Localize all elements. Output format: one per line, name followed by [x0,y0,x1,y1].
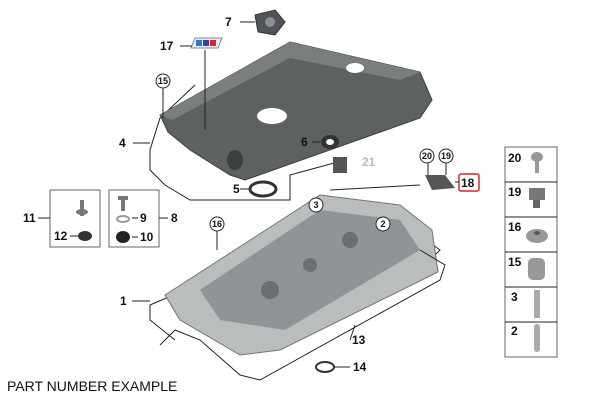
cover-group-bracket [149,84,346,201]
nut-part-12[interactable] [78,231,92,241]
pin-2-image[interactable] [534,324,540,352]
callout-16[interactable]: 16 [212,219,222,229]
callout-6[interactable]: 6 [301,135,308,149]
o-ring-part[interactable] [315,361,335,373]
callout-10[interactable]: 10 [140,230,154,244]
callout-5[interactable]: 5 [233,182,240,196]
engine-cover[interactable] [159,41,433,181]
grommet-part[interactable] [321,135,339,149]
callout-12[interactable]: 12 [54,229,68,243]
legend-label-2: 2 [511,324,518,338]
parts-legend-column: 20 19 16 15 3 2 [504,146,558,358]
callout-21[interactable]: 21 [362,155,376,169]
stud-3-image[interactable] [534,290,540,318]
callout-1[interactable]: 1 [120,294,127,308]
legend-label-3: 3 [511,290,518,304]
bolt-20-image[interactable] [531,152,543,173]
m-badge-part[interactable] [190,37,223,49]
legend-label-15: 15 [508,255,522,269]
bolt-part-8[interactable] [118,196,128,211]
callout-14[interactable]: 14 [353,360,367,374]
clip-19-image[interactable] [529,188,545,208]
callout-4[interactable]: 4 [119,136,126,150]
callout-11[interactable]: 11 [23,211,36,225]
legend-label-19: 19 [508,185,522,199]
grommet-part-10[interactable] [116,231,130,243]
callout-20[interactable]: 20 [422,151,432,161]
callout-7[interactable]: 7 [225,15,232,29]
callout-8[interactable]: 8 [171,211,178,225]
washer-part-9[interactable] [116,215,130,223]
valve-cover[interactable] [164,194,439,356]
gasket-part[interactable] [159,249,446,381]
callout-13[interactable]: 13 [352,333,366,347]
bracket-part[interactable] [333,157,347,173]
legend-label-16: 16 [508,220,522,234]
cap-16-image[interactable] [526,229,548,243]
callout-17[interactable]: 17 [160,39,174,53]
callout-2[interactable]: 2 [380,219,385,229]
callout-15[interactable]: 15 [158,76,168,86]
oil-cap-part[interactable] [254,9,286,36]
bolt-part-11[interactable] [76,200,88,216]
seal-ring-part[interactable] [248,180,278,198]
callout-18[interactable]: 18 [461,176,475,190]
callout-3[interactable]: 3 [313,200,318,210]
caption: PART NUMBER EXAMPLE [7,378,178,394]
legend-label-20: 20 [508,151,522,165]
leader-bracket-18 [329,184,421,191]
callout-19[interactable]: 19 [441,151,451,161]
mount-bracket-part[interactable] [425,162,455,190]
nut-15-image[interactable] [528,258,545,280]
callout-9[interactable]: 9 [140,211,147,225]
